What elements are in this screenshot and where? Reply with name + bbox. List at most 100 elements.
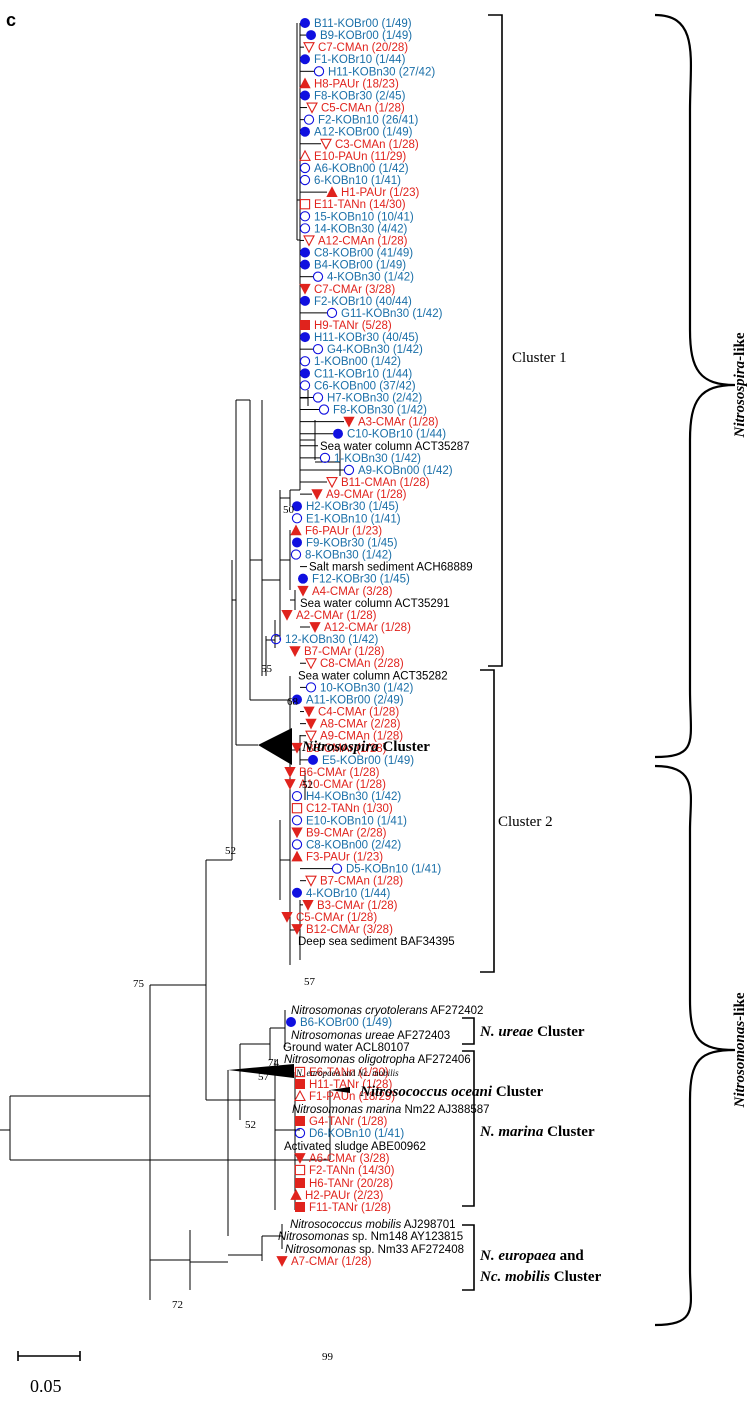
circle-open-marker-icon [291, 815, 303, 826]
triangle-up-filled-marker-icon [299, 77, 311, 89]
triangle-down-filled-marker-icon [305, 718, 317, 730]
leaf-label: E11-TANn (14/30) [314, 199, 406, 211]
square-open-marker-icon [294, 1164, 306, 1176]
leaf-label: 1-KOBn30 (1/42) [334, 453, 421, 465]
circle-open-marker-icon [305, 682, 317, 693]
leaf-label: Nitrosococcus mobilis AJ298701 [290, 1219, 456, 1231]
leaf-label: B11-CMAn (1/28) [341, 477, 430, 489]
bootstrap-value: 50 [283, 504, 295, 516]
leaf-label: F1-KOBr10 (1/44) [314, 54, 406, 66]
leaf-label: A8-CMAr (2/28) [320, 719, 401, 731]
nitrosomonas-leaf-labels: Nitrosomonas cryotolerans AF272402B6-KOB… [276, 1005, 490, 1268]
leaf-label: F9-KOBr30 (1/45) [306, 537, 398, 549]
leaf-label: A9-CMAn (1/28) [320, 731, 403, 743]
leaf-label: A11-KOBr00 (2/49) [306, 694, 404, 706]
triangle-down-filled-marker-icon [309, 622, 321, 633]
triangle-down-filled-marker-icon [291, 742, 303, 754]
leaf-label: G11-KOBn30 (1/42) [341, 308, 443, 320]
triangle-down-open-marker-icon [303, 42, 315, 54]
circle-filled-marker-icon [299, 247, 310, 258]
leaf-label: H8-PAUr (18/23) [314, 78, 399, 90]
leaf-label: H1-PAUr (1/23) [341, 187, 420, 199]
bootstrap-value: 72 [172, 1299, 183, 1311]
leaf-label: Sea water column ACT35287 [320, 441, 470, 453]
leaf-label: C8-CMAn (2/28) [320, 658, 404, 670]
triangle-down-filled-marker-icon [302, 899, 314, 911]
circle-filled-marker-icon [291, 887, 302, 898]
leaf-label: H9-TANr (5/28) [314, 320, 392, 332]
triangle-down-filled-marker-icon [299, 283, 311, 295]
leaf-label: Sea water column ACT35291 [300, 598, 450, 610]
triangle-down-open-marker-icon [306, 102, 318, 114]
cluster-1-label: Cluster 1 [512, 350, 567, 366]
triangle-down-open-marker-icon [326, 476, 338, 489]
leaf-label: C6-KOBn00 (37/42) [314, 380, 416, 392]
circle-filled-marker-icon [305, 30, 316, 41]
leaf-label: B3-CMAr (1/28) [317, 900, 398, 912]
leaf-label: Salt marsh sediment ACH68889 [309, 562, 473, 574]
triangle-down-filled-marker-icon [311, 489, 323, 500]
ureae-cluster-label: N. ureae Cluster [479, 1024, 585, 1040]
circle-open-marker-icon [331, 863, 343, 874]
leaf-label: H11-KOBr30 (40/45) [314, 332, 419, 344]
leaf-label: B9-KOBr00 (1/49) [320, 30, 412, 42]
circle-filled-marker-icon [299, 368, 310, 379]
circle-filled-marker-icon [307, 754, 318, 765]
circle-open-marker-icon [343, 464, 355, 476]
leaf-label: F2-KOBn10 (26/41) [318, 115, 419, 127]
nitrosospira-cluster-label: Nitrosospira Cluster [301, 739, 430, 755]
bootstrap-value: 52 [245, 1119, 256, 1131]
bootstrap-value: 74 [268, 1057, 280, 1069]
leaf-label: A7-CMAr (1/28) [291, 1256, 372, 1268]
nitrosomonas-like-brace [654, 764, 736, 1327]
leaf-label: C4-CMAr (1/28) [318, 707, 399, 719]
europaea-collapsed-label: N. europaea and Nc. mobilis [295, 1068, 399, 1078]
square-filled-marker-icon [294, 1202, 305, 1213]
circle-open-marker-icon [326, 307, 338, 319]
leaf-label: F2-TANn (14/30) [309, 1165, 395, 1177]
leaf-label: B4-KOBr00 (1/49) [314, 260, 406, 272]
leaf-label: 4-KOBn30 (1/42) [327, 272, 414, 284]
leaf-label: Nitrosomonas cryotolerans AF272402 [291, 1005, 483, 1017]
triangle-up-open-marker-icon [294, 1089, 306, 1102]
leaf-label: A6-CMAr (3/28) [309, 1153, 390, 1165]
circle-open-marker-icon [303, 114, 315, 125]
oceani-cluster-label: Nitrosococcus oceani Cluster [359, 1084, 544, 1100]
circle-filled-marker-icon [291, 501, 302, 512]
circle-filled-marker-icon [285, 1017, 296, 1028]
leaf-label: F12-KOBr30 (1/45) [312, 574, 410, 586]
leaf-label: F8-KOBn30 (1/42) [333, 405, 427, 417]
triangle-down-filled-marker-icon [281, 610, 293, 621]
circle-filled-marker-icon [299, 17, 310, 28]
europaea-cluster-label-line1: N. europaea and [479, 1248, 584, 1264]
bootstrap-value: 52 [225, 845, 236, 857]
circle-open-marker-icon [299, 380, 311, 391]
triangle-down-filled-marker-icon [284, 767, 296, 778]
leaf-label: D5-KOBn10 (1/41) [346, 864, 441, 876]
leaf-label: A12-CMAr (1/28) [324, 622, 411, 634]
bootstrap-value: 68 [287, 696, 299, 708]
leaf-label: Activated sludge ABE00962 [284, 1141, 426, 1153]
leaf-label: 14-KOBn30 (4/42) [314, 223, 408, 235]
circle-open-marker-icon [290, 549, 302, 560]
leaf-label: H7-KOBn30 (2/42) [327, 392, 422, 404]
circle-filled-marker-icon [299, 332, 310, 343]
nitrosospira-collapsed-clade [258, 728, 292, 765]
leaf-label: C12-TANn (1/30) [306, 803, 393, 815]
leaf-label: Nitrosomonas ureae AF272403 [291, 1030, 450, 1042]
bootstrap-value: 57 [304, 976, 316, 988]
circle-open-marker-icon [313, 66, 325, 77]
leaf-label: Nitrosomonas sp. Nm148 AY123815 [278, 1231, 463, 1243]
triangle-up-filled-marker-icon [290, 1189, 302, 1200]
circle-open-marker-icon [299, 162, 311, 174]
square-filled-marker-icon [294, 1116, 305, 1127]
triangle-up-filled-marker-icon [326, 186, 338, 198]
triangle-down-filled-marker-icon [291, 827, 303, 839]
circle-filled-marker-icon [297, 573, 308, 584]
leaf-label: 4-KOBr10 (1/44) [306, 888, 391, 900]
leaf-label: A2-CMAr (1/28) [296, 610, 377, 622]
circle-open-marker-icon [312, 392, 324, 403]
europaea-collapsed-clade [228, 1064, 294, 1078]
square-filled-marker-icon [294, 1079, 305, 1090]
